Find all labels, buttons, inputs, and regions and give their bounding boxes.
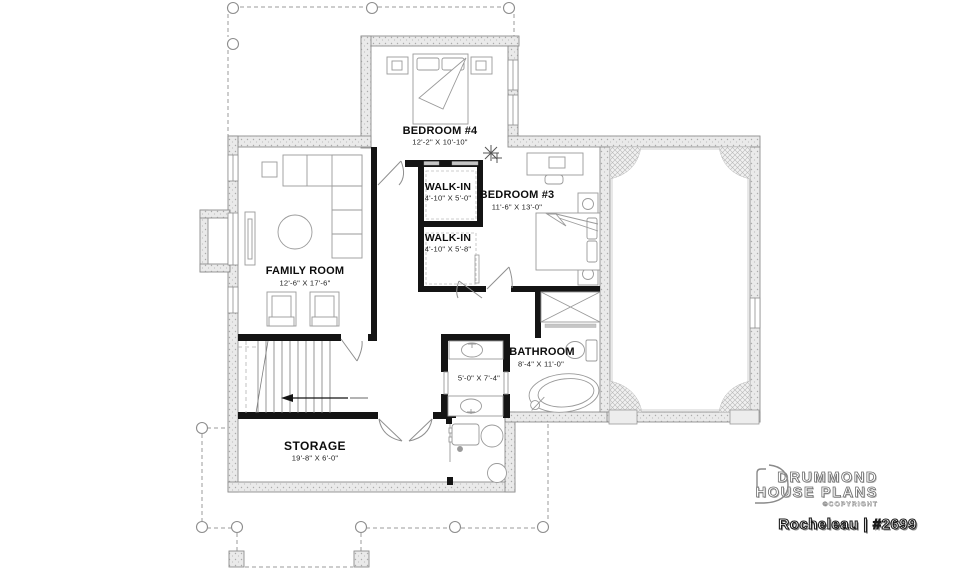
copyright-text: ©COPYRIGHT (822, 501, 878, 508)
linen-closet (540, 291, 601, 323)
french-doors-storage (378, 418, 433, 442)
bed-bedroom3 (535, 212, 601, 271)
deck-footings (228, 550, 370, 568)
door-thresholds (423, 161, 597, 328)
door-jamb-left (443, 371, 449, 395)
label-bathroom: BATHROOM (509, 346, 575, 358)
interior-walls (238, 147, 600, 485)
dims-storage: 19'-8" X 6'-0" (291, 453, 339, 463)
bedroom4-furniture (386, 53, 502, 163)
window-garage-right (749, 297, 761, 329)
dims-family-room: 12'-6" X 17'-6" (279, 278, 331, 288)
drummond-d-logo-icon (755, 464, 789, 504)
desk-bedroom3 (526, 152, 584, 185)
plant-icon (483, 145, 502, 163)
door-walkin2 (474, 254, 480, 284)
window-bedroom4-right (507, 59, 519, 126)
vanity-sink-lower (447, 395, 504, 417)
label-walkin1: WALK-IN (424, 181, 472, 193)
label-family-room: FAMILY ROOM (265, 265, 345, 277)
door-bedroom3 (486, 266, 513, 290)
branding-block: DRUMMOND HOUSE PLANS ©COPYRIGHT Rochelea… (742, 460, 942, 546)
label-storage: STORAGE (284, 439, 346, 453)
garage-interior (608, 146, 760, 425)
windows (227, 59, 761, 329)
dims-walkin2: 4'-10" X 5'-8" (424, 244, 472, 254)
exterior-walls (227, 35, 761, 493)
laundry-fixtures (443, 340, 509, 483)
label-bedroom4: BEDROOM #4 (402, 125, 478, 137)
floor-drain (457, 446, 463, 452)
toilet (565, 339, 598, 362)
label-walkin2: WALK-IN (424, 232, 472, 244)
garage-hatch-corners (609, 146, 751, 413)
water-heater (487, 463, 507, 483)
bathtub (528, 373, 600, 413)
door-bathroom (456, 280, 483, 299)
deck-posts (195, 1, 550, 534)
dims-laundry: 5'-0" X 7'-4" (457, 373, 501, 383)
armchair-left (266, 291, 297, 327)
label-bedroom3: BEDROOM #3 (479, 189, 555, 201)
dims-walkin1: 4'-10" X 5'-0" (424, 193, 472, 203)
door-jamb-right (503, 371, 509, 395)
dims-bathroom: 8'-4" X 11'-0" (518, 359, 564, 369)
dims-bedroom3: 11'-6" X 13'-0" (491, 202, 543, 212)
family-room-furniture (244, 154, 363, 327)
deck-outline-top (227, 6, 515, 136)
door-bedroom4 (377, 160, 405, 186)
brand-line1: DRUMMOND (777, 470, 878, 486)
sectional-sofa (282, 154, 363, 259)
window-family-left (227, 154, 239, 314)
bed-bedroom4 (412, 53, 469, 125)
vanity-sink-upper (448, 340, 504, 360)
plan-name-text: Rocheleau | #2699 (778, 515, 917, 533)
garage-footing-pillars (608, 409, 760, 425)
brand-wordmark: DRUMMOND HOUSE PLANS ©COPYRIGHT (755, 470, 878, 509)
brand-line2: HOUSE PLANS (755, 484, 878, 501)
nightstands-bedroom3 (577, 192, 599, 286)
armchair-right (309, 291, 340, 327)
walkin-shelving (425, 170, 477, 285)
nightstands-bedroom4 (386, 56, 493, 75)
door-stairs (340, 338, 363, 362)
window-well (199, 209, 231, 273)
side-table (261, 161, 278, 178)
stair-direction-arrow (281, 394, 293, 402)
deck-outline-bottom (201, 424, 549, 568)
staircase (238, 340, 368, 414)
laundry-tub (480, 424, 504, 448)
bedroom3-furniture (526, 152, 601, 286)
round-ottoman (277, 214, 313, 250)
dims-bedroom4: 12'-2" X 10'-10" (412, 137, 468, 147)
washer (448, 423, 480, 446)
tv-console (244, 211, 256, 266)
doors (340, 160, 513, 442)
bathroom-fixtures (528, 291, 601, 413)
